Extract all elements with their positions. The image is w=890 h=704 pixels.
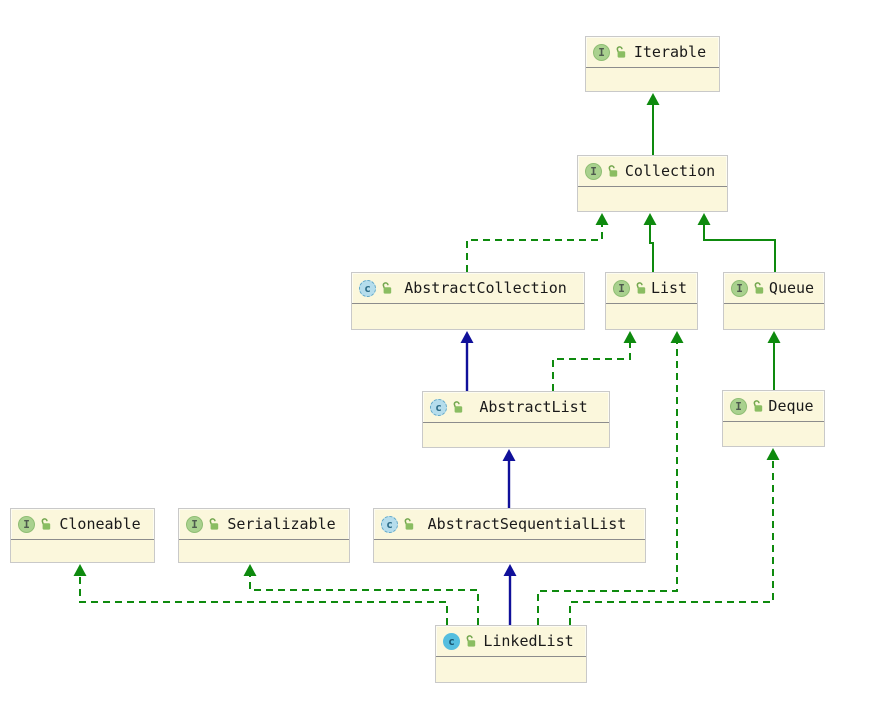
node-attributes-compartment bbox=[11, 540, 154, 562]
arrowhead-linkedlist-implements-serializable bbox=[243, 564, 257, 576]
arrowhead-linkedlist-implements-cloneable bbox=[73, 564, 87, 576]
lock-icon bbox=[39, 517, 52, 531]
edge-linkedlist-extends-abstractsequentiallist[interactable] bbox=[503, 564, 517, 625]
node-cloneable[interactable]: I Cloneable bbox=[10, 508, 155, 563]
node-title-row: I Iterable bbox=[586, 37, 719, 68]
node-title-row: c AbstractCollection bbox=[352, 273, 584, 304]
edge-linkedlist-implements-cloneable[interactable] bbox=[73, 564, 448, 625]
edge-abstractlist-implements-list[interactable] bbox=[552, 331, 637, 391]
node-title-row: I Serializable bbox=[179, 509, 349, 540]
edge-deque-extends-queue[interactable] bbox=[767, 331, 781, 390]
edge-linkedlist-implements-list[interactable] bbox=[537, 331, 684, 625]
lock-icon bbox=[634, 281, 647, 295]
edge-abstractsequentiallist-extends-abstractlist[interactable] bbox=[502, 449, 516, 508]
interface-icon: I bbox=[593, 43, 610, 61]
lock-icon bbox=[207, 517, 220, 531]
node-label: Collection bbox=[624, 162, 716, 180]
node-iterable[interactable]: I Iterable bbox=[585, 36, 720, 92]
abstract-class-icon: c bbox=[359, 279, 376, 297]
node-label: AbstractSequentialList bbox=[427, 515, 627, 533]
node-label: Cloneable bbox=[59, 515, 141, 533]
node-attributes-compartment bbox=[352, 304, 584, 329]
node-title-row: c AbstractList bbox=[423, 392, 609, 423]
node-abstract-list[interactable]: c AbstractList bbox=[422, 391, 610, 448]
node-title-row: I Queue bbox=[724, 273, 824, 304]
node-label: List bbox=[650, 279, 688, 297]
edge-abstractlist-extends-abstractcollection[interactable] bbox=[460, 331, 474, 391]
edge-queue-extends-collection[interactable] bbox=[697, 213, 776, 272]
node-title-row: I Cloneable bbox=[11, 509, 154, 540]
node-label: AbstractList bbox=[479, 398, 588, 416]
arrowhead-list-extends-collection bbox=[643, 213, 657, 225]
arrowhead-abstractcollection-implements-collection bbox=[595, 213, 609, 225]
interface-icon: I bbox=[186, 515, 203, 533]
interface-icon: I bbox=[585, 162, 602, 180]
node-queue[interactable]: I Queue bbox=[723, 272, 825, 330]
arrowhead-collection-extends-iterable bbox=[646, 93, 660, 105]
node-title-row: I Collection bbox=[578, 156, 727, 187]
arrowhead-queue-extends-collection bbox=[697, 213, 711, 225]
edge-linkedlist-implements-deque[interactable] bbox=[569, 448, 780, 625]
node-serializable[interactable]: I Serializable bbox=[178, 508, 350, 563]
node-list[interactable]: I List bbox=[605, 272, 698, 330]
interface-icon: I bbox=[18, 515, 35, 533]
node-collection[interactable]: I Collection bbox=[577, 155, 728, 212]
node-linked-list[interactable]: c LinkedList bbox=[435, 625, 587, 683]
node-abstract-collection[interactable]: c AbstractCollection bbox=[351, 272, 585, 330]
arrowhead-linkedlist-implements-deque bbox=[766, 448, 780, 460]
node-title-row: I Deque bbox=[723, 391, 824, 422]
lock-icon bbox=[614, 45, 627, 59]
node-attributes-compartment bbox=[436, 657, 586, 682]
node-label: LinkedList bbox=[483, 632, 574, 650]
node-title-row: I List bbox=[606, 273, 697, 304]
abstract-class-icon: c bbox=[430, 398, 447, 416]
node-attributes-compartment bbox=[723, 422, 824, 446]
interface-icon: I bbox=[613, 279, 630, 297]
abstract-class-icon: c bbox=[381, 515, 398, 533]
arrowhead-linkedlist-implements-list bbox=[670, 331, 684, 343]
node-label: Iterable bbox=[633, 43, 707, 61]
node-attributes-compartment bbox=[586, 68, 719, 91]
arrowhead-abstractsequentiallist-extends-abstractlist bbox=[502, 449, 516, 461]
node-label: Serializable bbox=[227, 515, 336, 533]
edge-linkedlist-implements-serializable[interactable] bbox=[243, 564, 479, 625]
node-attributes-compartment bbox=[724, 304, 824, 329]
lock-icon bbox=[606, 164, 619, 178]
node-attributes-compartment bbox=[606, 304, 697, 329]
arrowhead-linkedlist-extends-abstractsequentiallist bbox=[503, 564, 517, 576]
arrowhead-abstractlist-implements-list bbox=[623, 331, 637, 343]
edge-list-extends-collection[interactable] bbox=[643, 213, 657, 272]
node-title-row: c LinkedList bbox=[436, 626, 586, 657]
node-attributes-compartment bbox=[179, 540, 349, 562]
arrowhead-deque-extends-queue bbox=[767, 331, 781, 343]
node-abstract-sequential-list[interactable]: c AbstractSequentialList bbox=[373, 508, 646, 563]
node-deque[interactable]: I Deque bbox=[722, 390, 825, 447]
edge-abstractcollection-implements-collection[interactable] bbox=[466, 213, 609, 272]
lock-icon bbox=[451, 400, 464, 414]
node-title-row: c AbstractSequentialList bbox=[374, 509, 645, 540]
lock-icon bbox=[380, 281, 393, 295]
edge-collection-extends-iterable[interactable] bbox=[646, 93, 660, 155]
node-attributes-compartment bbox=[423, 423, 609, 447]
lock-icon bbox=[464, 634, 477, 648]
node-label: AbstractCollection bbox=[404, 279, 567, 297]
node-label: Deque bbox=[768, 397, 814, 415]
interface-icon: I bbox=[730, 397, 747, 415]
node-attributes-compartment bbox=[578, 187, 727, 211]
node-label: Queue bbox=[768, 279, 815, 297]
arrowhead-abstractlist-extends-abstractcollection bbox=[460, 331, 474, 343]
interface-icon: I bbox=[731, 279, 748, 297]
lock-icon bbox=[402, 517, 415, 531]
lock-icon bbox=[751, 399, 764, 413]
class-icon: c bbox=[443, 632, 460, 650]
node-attributes-compartment bbox=[374, 540, 645, 562]
lock-icon bbox=[752, 281, 765, 295]
